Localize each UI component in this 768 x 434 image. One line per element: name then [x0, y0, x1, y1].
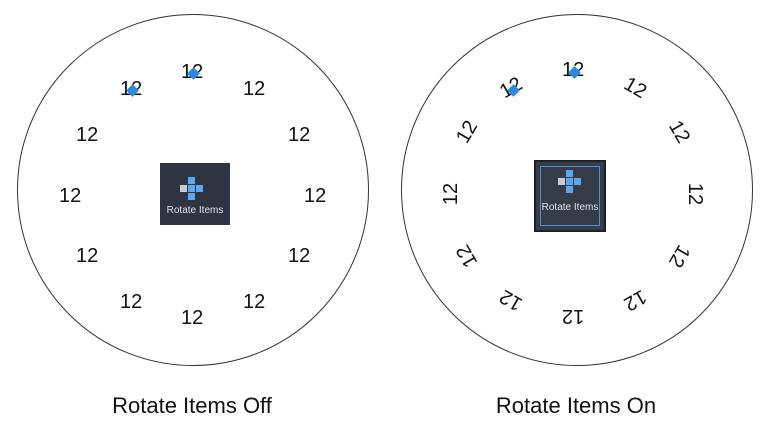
array-item-number[interactable]: 12 [59, 185, 82, 207]
array-item-number[interactable]: 12 [304, 185, 327, 207]
array-item-number[interactable]: 12 [181, 307, 204, 329]
caption-rotate-off: Rotate Items Off [112, 393, 272, 418]
rotate-items-button[interactable]: Rotate Items [160, 163, 230, 225]
rotate-items-label: Rotate Items [166, 205, 224, 216]
array-item-number[interactable]: 12 [120, 291, 143, 313]
array-item-number[interactable]: 12 [243, 291, 266, 313]
array-item-number[interactable]: 12 [440, 182, 463, 206]
array-item-number[interactable]: 12 [76, 245, 99, 267]
caption-rotate-on: Rotate Items On [495, 393, 657, 418]
array-item-number[interactable]: 12 [76, 124, 99, 146]
panel-rotate-on: 12 12 12 12 12 12 12 12 12 12 12 12 Rota… [384, 0, 768, 434]
panel-rotate-off: 12 12 12 12 12 12 12 12 12 12 12 12 Rota… [17, 14, 369, 418]
array-item-number[interactable]: 12 [288, 245, 311, 267]
array-item-number[interactable]: 12 [288, 124, 311, 146]
array-item-number[interactable]: 12 [562, 305, 585, 327]
rotate-items-label: Rotate Items [541, 202, 599, 213]
array-item-number[interactable]: 12 [684, 182, 707, 206]
array-item-number[interactable]: 12 [243, 78, 266, 100]
rotate-items-button-active[interactable]: Rotate Items [534, 160, 606, 232]
